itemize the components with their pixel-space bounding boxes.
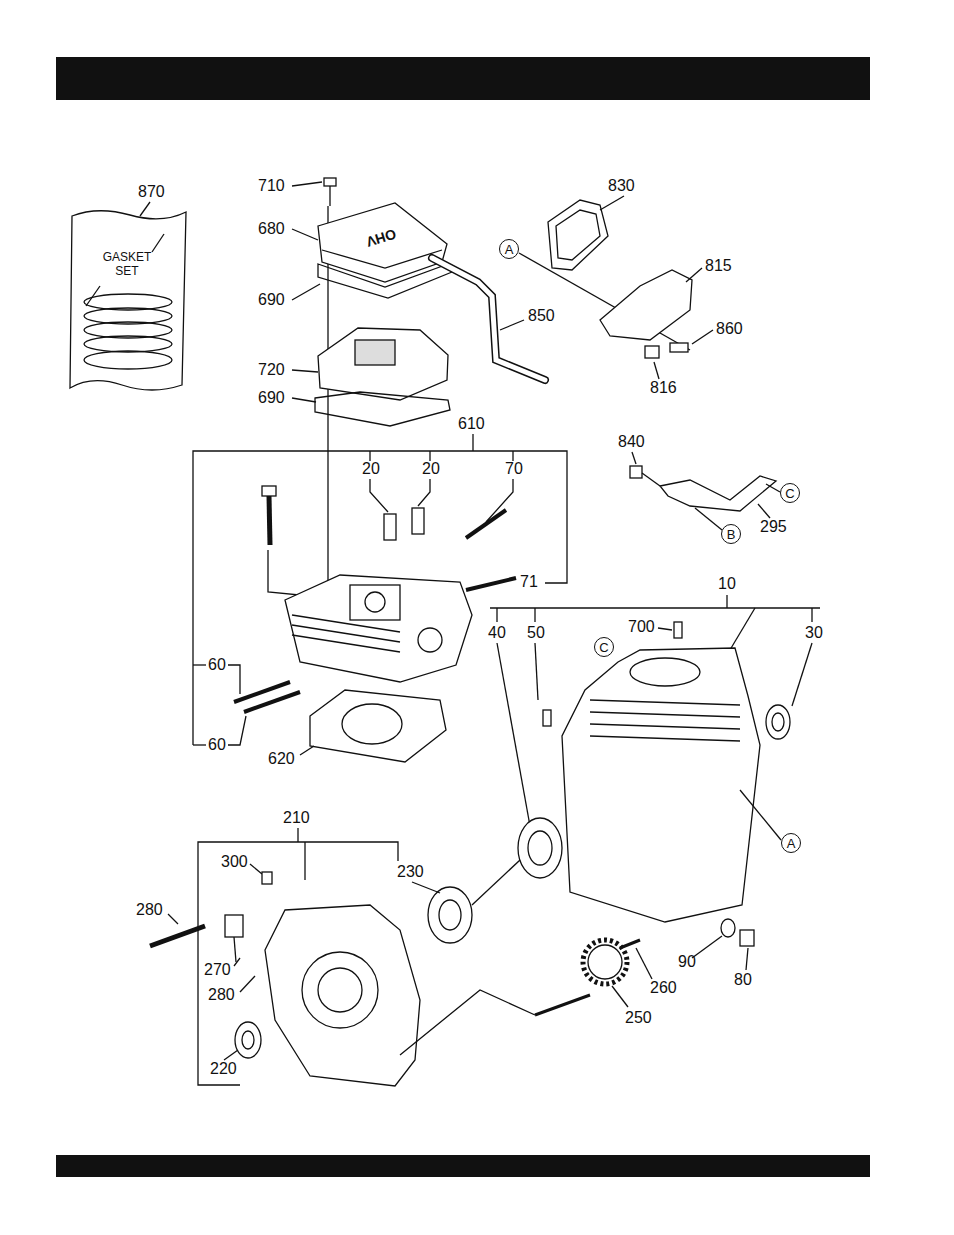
callout-number: 40	[488, 624, 506, 642]
callout-number: 71	[520, 573, 538, 591]
callout-number: 690	[258, 389, 285, 407]
reference-circle: A	[781, 833, 801, 853]
callout-number: 815	[705, 257, 732, 275]
callout-number: 250	[625, 1009, 652, 1027]
packet-outline	[68, 204, 190, 396]
callout-number: 260	[650, 979, 677, 997]
reference-letter: A	[505, 243, 514, 256]
reference-letter: C	[785, 487, 794, 500]
callout-number: 870	[138, 183, 165, 201]
reference-circle: B	[721, 524, 741, 544]
callout-number: 860	[716, 320, 743, 338]
callout-number: 20	[362, 460, 380, 478]
callout-number: 230	[397, 863, 424, 881]
callout-number: 710	[258, 177, 285, 195]
reference-circle: A	[499, 239, 519, 259]
callout-number: 60	[208, 736, 226, 754]
callout-number: 690	[258, 291, 285, 309]
callout-number: 70	[505, 460, 523, 478]
callout-number: 270	[204, 961, 231, 979]
callout-number: 80	[734, 971, 752, 989]
callout-number: 300	[221, 853, 248, 871]
callout-number: 280	[136, 901, 163, 919]
callout-number: 280	[208, 986, 235, 1004]
callout-number: 830	[608, 177, 635, 195]
callout-number: 816	[650, 379, 677, 397]
callout-number: 620	[268, 750, 295, 768]
callout-number: 10	[718, 575, 736, 593]
callout-number: 700	[628, 618, 655, 636]
callout-number: 210	[283, 809, 310, 827]
reference-letter: B	[727, 528, 736, 541]
reference-letter: A	[787, 837, 796, 850]
callout-number: 720	[258, 361, 285, 379]
callout-number: 840	[618, 433, 645, 451]
callout-number: 610	[458, 415, 485, 433]
callout-number: 680	[258, 220, 285, 238]
callout-number: 60	[208, 656, 226, 674]
callout-number: 50	[527, 624, 545, 642]
callout-number: 20	[422, 460, 440, 478]
callout-number: 850	[528, 307, 555, 325]
gasket-set-packet: GASKET SET	[68, 204, 190, 396]
callout-number: 90	[678, 953, 696, 971]
callout-number: 295	[760, 518, 787, 536]
callout-number: 30	[805, 624, 823, 642]
reference-circle: C	[594, 637, 614, 657]
callout-number: 220	[210, 1060, 237, 1078]
reference-letter: C	[599, 641, 608, 654]
reference-circle: C	[780, 483, 800, 503]
packet-label: GASKET SET	[96, 250, 158, 278]
